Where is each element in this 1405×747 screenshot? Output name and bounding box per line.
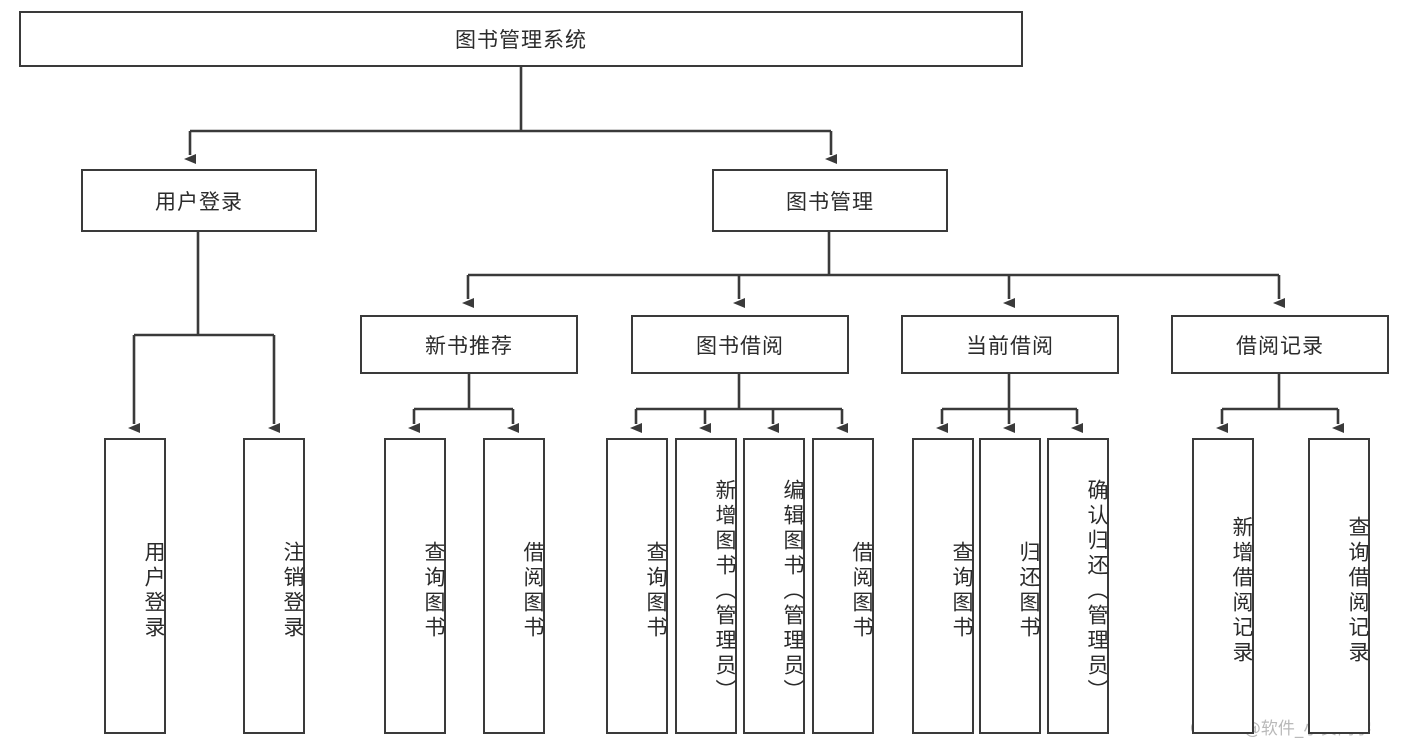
leaf-record-query-label: 查询借阅记录 [1346, 516, 1370, 666]
leaf-current-query-book[interactable]: 查询图书 [912, 438, 974, 734]
node-book-management-label: 图书管理 [786, 189, 874, 214]
node-root[interactable]: 图书管理系统 [19, 11, 1023, 67]
leaf-user-logout-label: 注销登录 [281, 541, 305, 641]
leaf-current-confirm-return-label: 确认归还（管理员） [1085, 478, 1109, 704]
node-book-management[interactable]: 图书管理 [712, 169, 948, 232]
leaf-record-add[interactable]: 新增借阅记录 [1192, 438, 1254, 734]
node-new-book-recommend-label: 新书推荐 [425, 333, 513, 358]
node-current-borrow-label: 当前借阅 [966, 333, 1054, 358]
leaf-current-query-book-label: 查询图书 [950, 541, 974, 641]
leaf-new-borrow-book[interactable]: 借阅图书 [483, 438, 545, 734]
leaf-borrow-add-book[interactable]: 新增图书（管理员） [675, 438, 737, 734]
leaf-current-return-book[interactable]: 归还图书 [979, 438, 1041, 734]
leaf-record-query[interactable]: 查询借阅记录 [1308, 438, 1370, 734]
leaf-borrow-add-book-label: 新增图书（管理员） [713, 478, 737, 704]
node-borrow-record-label: 借阅记录 [1236, 333, 1324, 358]
leaf-borrow-query-book-label: 查询图书 [644, 541, 668, 641]
leaf-borrow-edit-book[interactable]: 编辑图书（管理员） [743, 438, 805, 734]
leaf-current-confirm-return[interactable]: 确认归还（管理员） [1047, 438, 1109, 734]
node-borrow-record[interactable]: 借阅记录 [1171, 315, 1389, 374]
leaf-new-query-book-label: 查询图书 [422, 541, 446, 641]
leaf-user-login-label: 用户登录 [142, 541, 166, 641]
leaf-borrow-do-book-label: 借阅图书 [850, 541, 874, 641]
node-user-login[interactable]: 用户登录 [81, 169, 317, 232]
node-book-borrow-label: 图书借阅 [696, 333, 784, 358]
leaf-record-add-label: 新增借阅记录 [1230, 516, 1254, 666]
node-new-book-recommend[interactable]: 新书推荐 [360, 315, 578, 374]
leaf-new-borrow-book-label: 借阅图书 [521, 541, 545, 641]
node-current-borrow[interactable]: 当前借阅 [901, 315, 1119, 374]
leaf-new-query-book[interactable]: 查询图书 [384, 438, 446, 734]
leaf-user-login[interactable]: 用户登录 [104, 438, 166, 734]
node-user-login-label: 用户登录 [155, 189, 243, 214]
node-root-label: 图书管理系统 [455, 28, 587, 52]
leaf-current-return-book-label: 归还图书 [1017, 541, 1041, 641]
leaf-borrow-edit-book-label: 编辑图书（管理员） [781, 478, 805, 704]
node-book-borrow[interactable]: 图书借阅 [631, 315, 849, 374]
leaf-borrow-query-book[interactable]: 查询图书 [606, 438, 668, 734]
leaf-borrow-do-book[interactable]: 借阅图书 [812, 438, 874, 734]
leaf-user-logout[interactable]: 注销登录 [243, 438, 305, 734]
